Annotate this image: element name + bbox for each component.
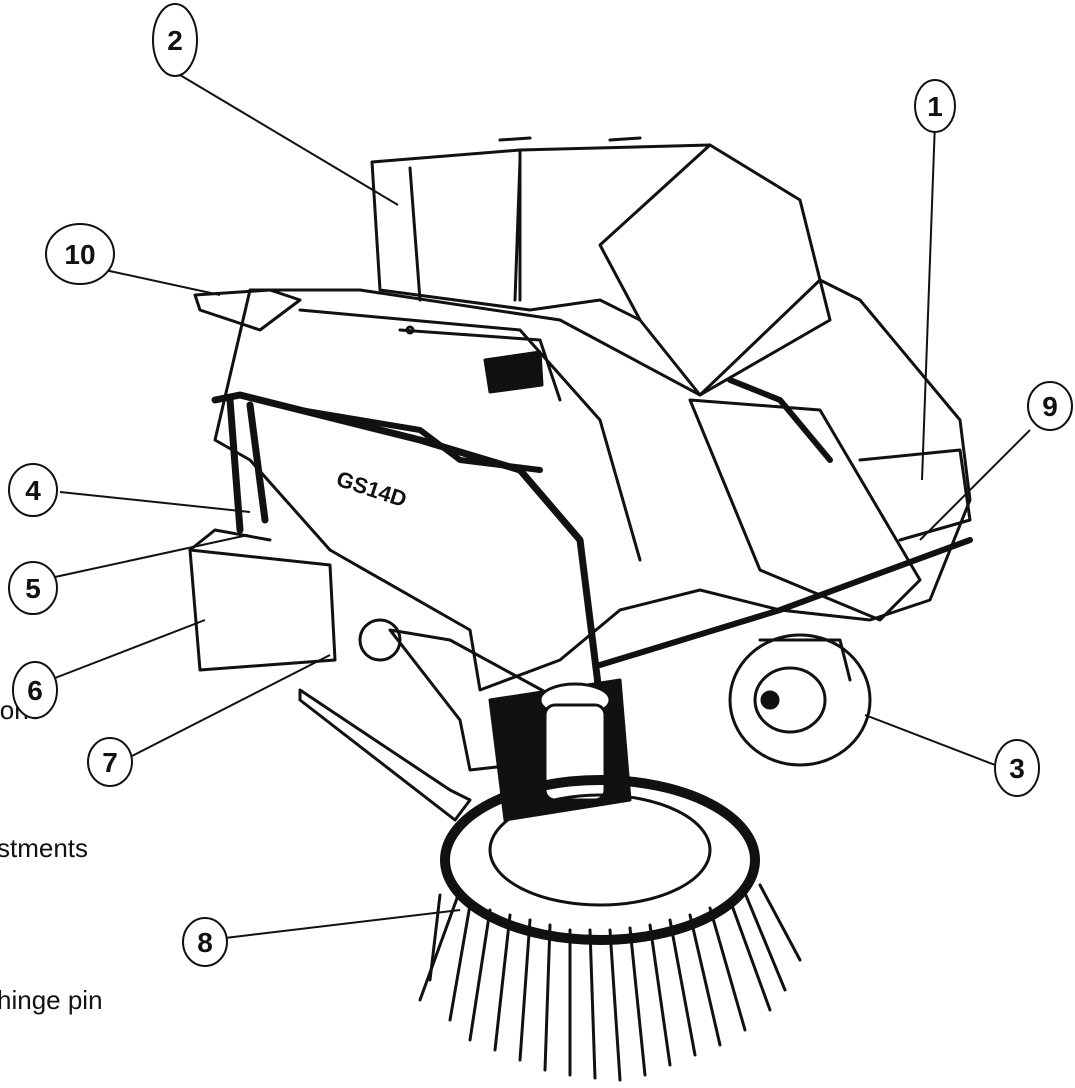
callout-10: 10	[45, 223, 115, 285]
leader-7	[129, 654, 331, 758]
svg-text:6: 6	[27, 675, 43, 706]
bearing-flange	[358, 618, 402, 662]
callout-2: 2	[152, 3, 198, 77]
leader-2	[179, 74, 399, 206]
svg-text:1: 1	[927, 91, 943, 122]
main-body	[213, 278, 972, 692]
display-window	[483, 350, 544, 394]
hose-3	[727, 377, 833, 463]
rear-bar	[597, 537, 973, 668]
leader-1	[921, 121, 936, 481]
legend-fragment-2: stments	[0, 833, 89, 863]
leader-9	[919, 429, 1031, 541]
svg-text:8: 8	[197, 927, 213, 958]
hose-2	[226, 396, 269, 534]
callout-6: 6	[12, 661, 58, 719]
svg-text:4: 4	[25, 475, 41, 506]
hopper-handle-1	[408, 136, 642, 302]
front-wheel	[728, 633, 872, 767]
svg-text:5: 5	[25, 573, 41, 604]
tow-bar	[193, 288, 302, 332]
callout-4: 4	[8, 463, 58, 517]
legend-fragment-3: hinge pin	[0, 985, 103, 1015]
leader-10	[104, 269, 221, 296]
callout-9: 9	[1027, 381, 1073, 431]
body-panel	[298, 308, 642, 562]
hopper-box	[370, 143, 832, 397]
hose-4	[297, 407, 543, 473]
side-chute	[688, 398, 972, 622]
callout-8: 8	[182, 917, 228, 967]
hopper-divider	[518, 143, 712, 322]
bolt	[405, 325, 415, 335]
leader-lines	[54, 74, 1031, 939]
svg-text:3: 3	[1009, 753, 1025, 784]
leader-5	[54, 534, 249, 578]
callout-3: 3	[994, 739, 1040, 797]
svg-text:7: 7	[102, 747, 118, 778]
bottom-plate	[298, 688, 472, 822]
hose-1	[211, 391, 604, 704]
left-box	[188, 528, 337, 672]
svg-text:2: 2	[167, 25, 183, 56]
side-brush	[418, 775, 802, 1082]
leader-6	[54, 619, 206, 679]
machine-drawing	[188, 136, 973, 1082]
svg-text:9: 9	[1042, 391, 1058, 422]
leader-8	[224, 909, 461, 939]
leader-4	[59, 491, 251, 513]
svg-text:10: 10	[64, 239, 95, 270]
callout-7: 7	[87, 737, 133, 787]
callout-1: 1	[914, 79, 956, 133]
callout-bubbles: 1 2 3 4 5 6 7 8 9 10	[8, 3, 1073, 967]
machine-label: GS14D	[333, 466, 409, 512]
callout-5: 5	[8, 561, 58, 615]
leader-3	[864, 714, 996, 766]
